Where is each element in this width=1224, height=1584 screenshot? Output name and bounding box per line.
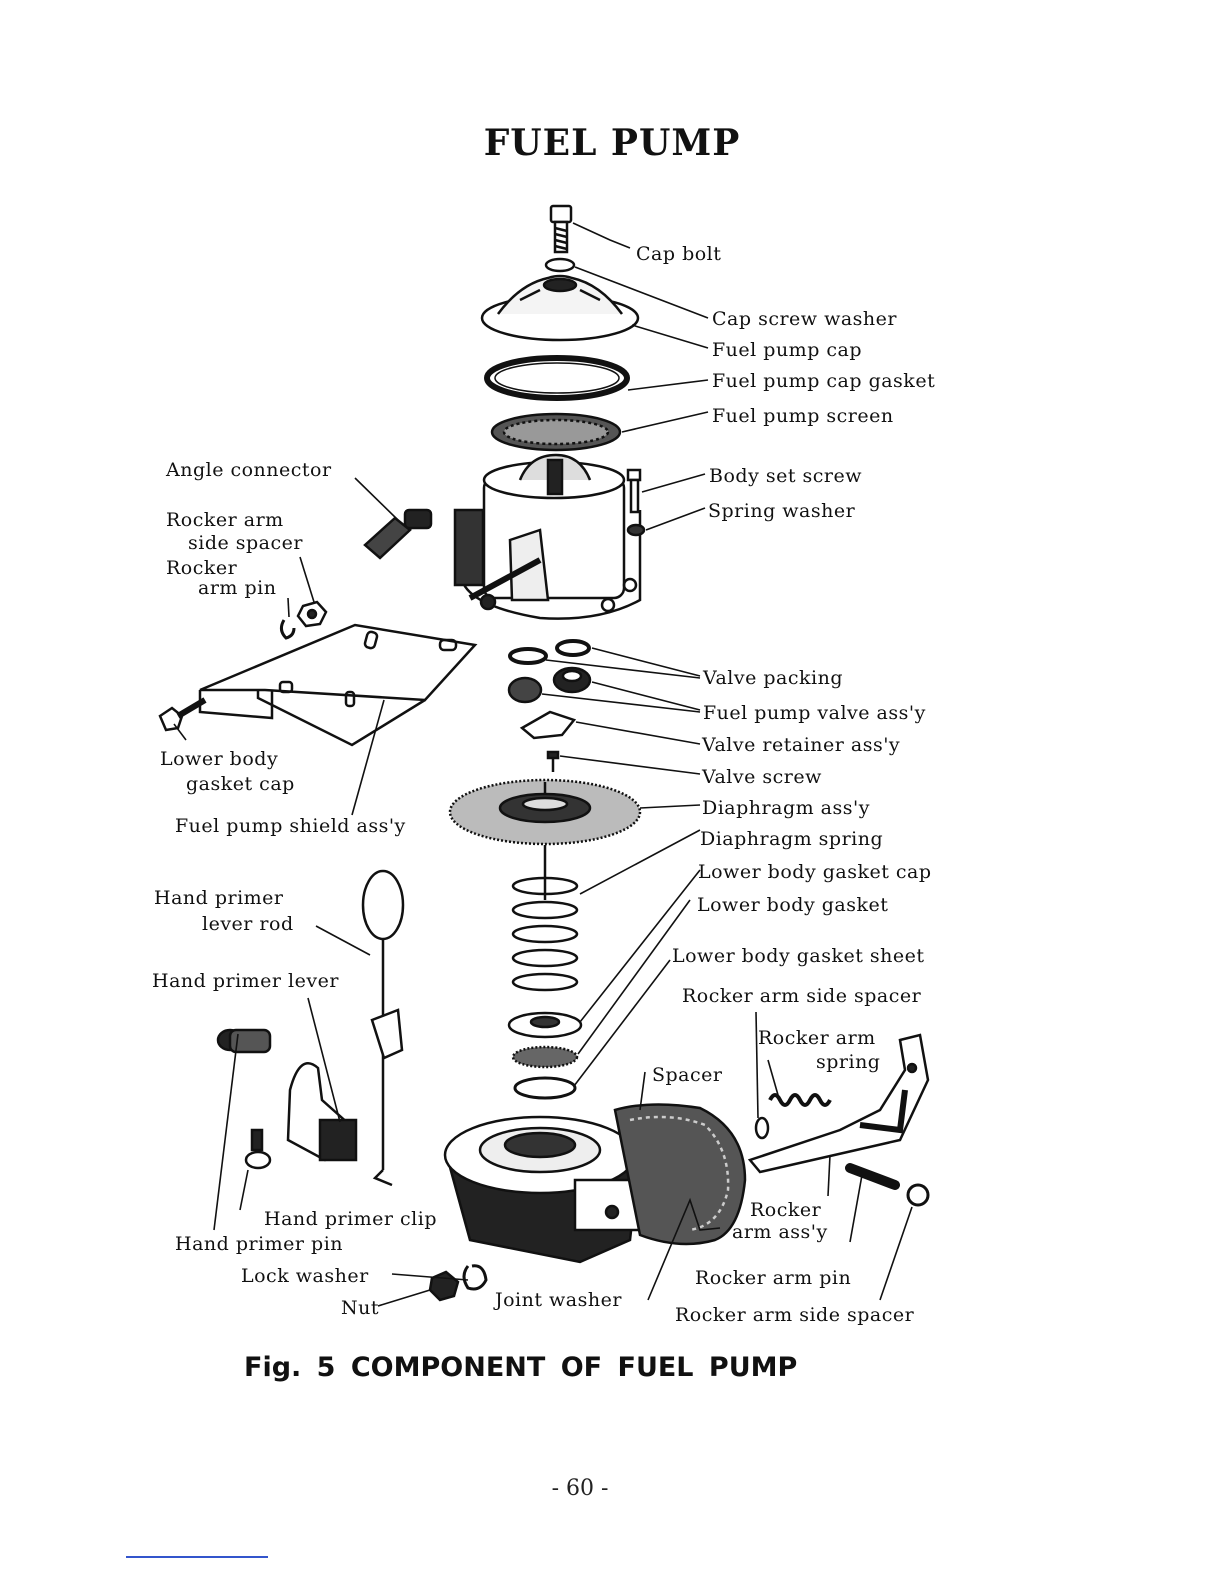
- upper-body-part: [453, 453, 642, 620]
- label-lower-body-gasket-cap-left-line1: Lower body: [160, 748, 278, 770]
- label-rocker-arm-side-spacer-line1: Rocker arm: [166, 509, 284, 531]
- label-fuel-pump-screen: Fuel pump screen: [712, 405, 894, 427]
- hand-primer-clip-part: [244, 1128, 272, 1170]
- diaphragm-spring-part: [511, 845, 579, 992]
- label-rocker-arm-spring-line2: spring: [816, 1051, 880, 1073]
- label-fuel-pump-shield: Fuel pump shield ass'y: [175, 815, 406, 837]
- angle-connector-part: [363, 508, 433, 560]
- page-number: - 60 -: [551, 1476, 609, 1501]
- valve-retainer-part: [519, 710, 577, 740]
- label-fuel-pump-valve: Fuel pump valve ass'y: [703, 702, 926, 724]
- hand-primer-lever-rod-part: [361, 869, 405, 1187]
- lower-body-gasket-cap-screw-part: [158, 697, 207, 732]
- rocker-arm-part: [747, 1033, 930, 1174]
- label-diaphragm-spring: Diaphragm spring: [700, 828, 883, 850]
- fuel-pump-screen-part: [490, 412, 622, 452]
- valve-packing-part: [508, 639, 591, 665]
- footnote-rule: [126, 1556, 268, 1558]
- label-rocker-arm-spring-line1: Rocker arm: [758, 1027, 876, 1049]
- label-lower-body-gasket-sheet: Lower body gasket sheet: [672, 945, 925, 967]
- label-lower-body-gasket: Lower body gasket: [697, 894, 888, 916]
- label-angle-connector: Angle connector: [165, 459, 332, 481]
- label-cap-bolt: Cap bolt: [636, 243, 721, 265]
- lower-body-gasket-sheet-part: [513, 1076, 577, 1100]
- label-lower-body-gasket-cap-right: Lower body gasket cap: [698, 861, 932, 883]
- label-spacer: Spacer: [652, 1064, 723, 1086]
- fuel-pump-valve-part: [507, 666, 592, 704]
- label-rocker-arm-side-spacer-bottom: Rocker arm side spacer: [675, 1304, 915, 1326]
- label-rocker-arm-side-spacer-line2: side spacer: [188, 532, 303, 554]
- cap-bolt-part: [549, 204, 573, 254]
- leader-lines: [173, 222, 913, 1307]
- label-hand-primer-pin: Hand primer pin: [175, 1233, 343, 1255]
- label-valve-packing: Valve packing: [702, 667, 843, 689]
- figure-caption: Fig. 5 COMPONENT OF FUEL PUMP: [244, 1352, 798, 1383]
- label-hand-primer-lever: Hand primer lever: [152, 970, 339, 992]
- label-joint-washer: Joint washer: [493, 1289, 622, 1311]
- fuel-pump-cap-gasket-part: [484, 355, 630, 401]
- spring-washer-part: [626, 523, 646, 537]
- hand-primer-lever-part: [286, 1062, 358, 1162]
- label-nut: Nut: [341, 1297, 379, 1319]
- label-hand-primer-clip: Hand primer clip: [264, 1208, 437, 1230]
- rocker-arm-pin-part: [845, 1163, 900, 1190]
- label-lock-washer: Lock washer: [241, 1265, 369, 1287]
- label-cap-screw-washer: Cap screw washer: [712, 308, 897, 330]
- fuel-pump-shield-part: [198, 623, 478, 747]
- label-fuel-pump-cap-gasket: Fuel pump cap gasket: [712, 370, 935, 392]
- label-valve-retainer: Valve retainer ass'y: [701, 734, 900, 756]
- label-fuel-pump-cap: Fuel pump cap: [712, 339, 862, 361]
- cap-screw-washer-part: [544, 257, 576, 273]
- spacer-part: [613, 1103, 747, 1246]
- label-hand-primer-lever-rod-line1: Hand primer: [154, 887, 284, 909]
- label-body-set-screw: Body set screw: [709, 465, 862, 487]
- parts-drawing: [158, 204, 930, 1302]
- label-lower-body-gasket-cap-left-line2: gasket cap: [186, 773, 295, 795]
- rocker-arm-spring-part: [754, 1093, 832, 1140]
- label-diaphragm: Diaphragm ass'y: [702, 797, 870, 819]
- page-title: FUEL PUMP: [483, 122, 741, 164]
- nut-part: [428, 1270, 460, 1302]
- diaphragm-part: [448, 778, 642, 846]
- callout-labels: Cap bolt Cap screw washer Fuel pump cap …: [152, 243, 935, 1326]
- lock-washer-part: [462, 1264, 488, 1291]
- fuel-pump-cap-part: [480, 274, 640, 342]
- rocker-arm-side-spacer-upper-part: [279, 600, 328, 640]
- rocker-arm-side-spacer-lower-part: [906, 1183, 930, 1207]
- label-rocker-arm-pin-line2: arm pin: [198, 577, 276, 599]
- lower-body-gasket-part: [511, 1045, 579, 1069]
- label-rocker-arm-assy-line2: arm ass'y: [732, 1221, 828, 1243]
- label-rocker-arm-assy-line1: Rocker: [750, 1199, 822, 1221]
- label-valve-screw: Valve screw: [701, 766, 822, 788]
- label-rocker-arm-pin-right: Rocker arm pin: [695, 1267, 851, 1289]
- label-rocker-arm-side-spacer-right: Rocker arm side spacer: [682, 985, 922, 1007]
- label-spring-washer: Spring washer: [708, 500, 856, 522]
- body-set-screw-part: [626, 468, 642, 514]
- lower-body-gasket-cap-part: [507, 1011, 583, 1039]
- lower-body-part: [443, 1115, 647, 1264]
- hand-primer-pin-part: [216, 1028, 272, 1054]
- label-hand-primer-lever-rod-line2: lever rod: [202, 913, 294, 935]
- valve-screw-part: [546, 750, 560, 772]
- label-rocker-arm-pin-line1: Rocker: [166, 557, 238, 579]
